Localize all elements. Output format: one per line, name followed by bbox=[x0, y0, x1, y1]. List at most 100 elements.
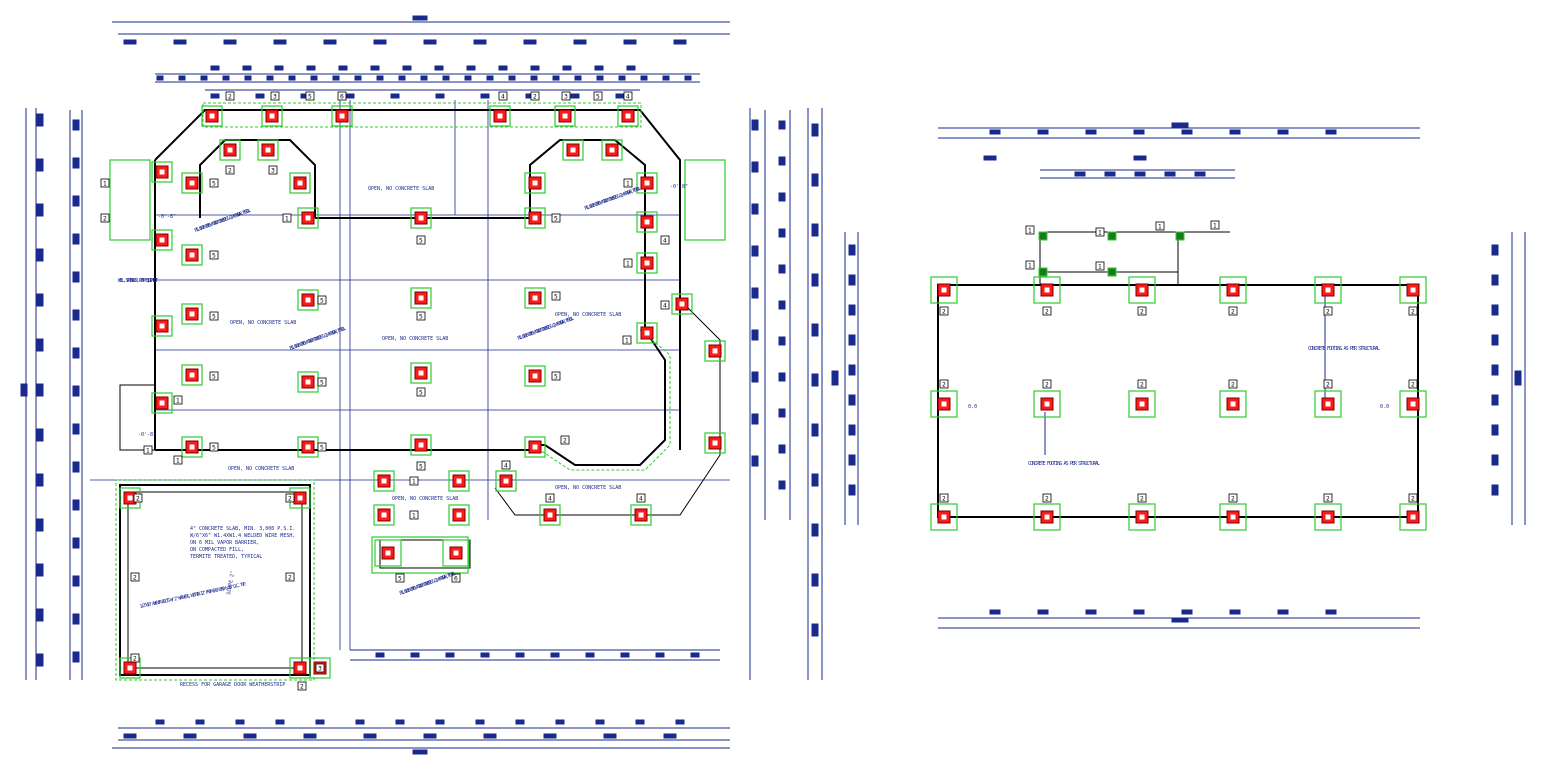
pier-footing bbox=[1033, 276, 1061, 304]
note-garage-slab-4: ON COMPACTED FILL, bbox=[190, 547, 244, 553]
dimension-tick bbox=[811, 423, 819, 437]
pier-footing bbox=[524, 172, 546, 194]
dimension-tick bbox=[1491, 394, 1499, 406]
dimension-tick bbox=[1194, 171, 1206, 177]
pier-tag: 1 bbox=[143, 445, 153, 455]
dimension-tick bbox=[483, 733, 497, 739]
dimension-tick bbox=[1133, 129, 1145, 135]
pier-tag: 2 bbox=[1323, 306, 1333, 316]
dimension-tick bbox=[1325, 609, 1337, 615]
dimension-tick bbox=[223, 39, 237, 45]
dimension-tick bbox=[273, 39, 287, 45]
dimension-tick bbox=[210, 93, 220, 99]
svg-text:3: 3 bbox=[273, 94, 277, 101]
pier-tag: 2 bbox=[1408, 493, 1418, 503]
dimension-tick bbox=[778, 228, 786, 238]
pier-footing bbox=[636, 322, 658, 344]
svg-text:5: 5 bbox=[419, 314, 423, 321]
pier-footing bbox=[410, 362, 432, 384]
dimension-tick bbox=[1171, 617, 1189, 623]
pier-footing bbox=[1033, 390, 1061, 418]
dimension-tick bbox=[1037, 609, 1049, 615]
pier-tag: 2 bbox=[1042, 306, 1052, 316]
svg-text:1: 1 bbox=[1158, 224, 1162, 231]
dimension-tick bbox=[36, 608, 44, 622]
dimension-tick bbox=[398, 75, 406, 81]
dimension-tick bbox=[1491, 424, 1499, 436]
pier-footing bbox=[704, 340, 726, 362]
level-mark-2: -0'-8" bbox=[670, 184, 688, 190]
pier-footing bbox=[539, 504, 561, 526]
pier-tag: 2 bbox=[225, 165, 235, 175]
dimension-tick bbox=[303, 733, 317, 739]
dimension-tick bbox=[72, 347, 80, 359]
left-plan-dimension-ticks bbox=[20, 15, 819, 755]
svg-text:4: 4 bbox=[626, 94, 630, 101]
dimension-tick bbox=[475, 719, 485, 725]
pier-tag: 1 bbox=[173, 455, 183, 465]
dimension-tick bbox=[552, 75, 560, 81]
svg-text:5: 5 bbox=[320, 298, 324, 305]
pier-footing bbox=[930, 503, 958, 531]
dimension-tick bbox=[675, 719, 685, 725]
svg-text:2: 2 bbox=[136, 496, 140, 503]
pier-tag: 2 bbox=[285, 493, 295, 503]
dimension-tick bbox=[751, 371, 759, 383]
svg-text:4: 4 bbox=[663, 238, 667, 245]
pier-footing bbox=[448, 470, 470, 492]
dimension-tick bbox=[811, 223, 819, 237]
dimension-tick bbox=[466, 65, 476, 71]
pier-footing bbox=[617, 105, 639, 127]
pier-tag: 2 bbox=[939, 306, 949, 316]
level-mark-3: -0'-8" bbox=[138, 432, 156, 438]
pier-tag: 2 bbox=[1042, 493, 1052, 503]
dimension-tick bbox=[848, 244, 856, 256]
small-pier bbox=[1107, 267, 1117, 277]
dimension-tick bbox=[778, 408, 786, 418]
pier-tag: 5 bbox=[305, 91, 315, 101]
svg-text:3: 3 bbox=[564, 94, 568, 101]
svg-text:1: 1 bbox=[412, 513, 416, 520]
dimension-tick bbox=[618, 75, 626, 81]
svg-text:2: 2 bbox=[533, 94, 537, 101]
dimension-tick bbox=[72, 461, 80, 473]
svg-text:2: 2 bbox=[133, 575, 137, 582]
svg-text:6: 6 bbox=[340, 94, 344, 101]
svg-text:2: 2 bbox=[1326, 309, 1330, 316]
svg-text:2: 2 bbox=[1231, 382, 1235, 389]
pier-tag: 2 bbox=[225, 91, 235, 101]
pier-footing bbox=[448, 504, 470, 526]
dimension-tick bbox=[123, 39, 137, 45]
svg-text:5: 5 bbox=[212, 374, 216, 381]
svg-text:1: 1 bbox=[626, 181, 630, 188]
pier-footing bbox=[636, 252, 658, 274]
dimension-tick bbox=[1133, 609, 1145, 615]
dimension-tick bbox=[36, 563, 44, 577]
pier-tag: 1 bbox=[100, 178, 110, 188]
dimension-tick bbox=[72, 613, 80, 625]
note-fill-block-3: FILL BLOCK CORE W/ GROUT CONCRETE & (1) … bbox=[289, 326, 347, 352]
dimension-tick bbox=[684, 75, 692, 81]
dimension-tick bbox=[1085, 609, 1097, 615]
level-mark-1: -0'-8" bbox=[158, 214, 176, 220]
note-garage-slab-1: 4" CONCRETE SLAB, MIN. 3,000 P.S.I. bbox=[190, 526, 295, 532]
svg-text:6: 6 bbox=[454, 576, 458, 583]
dimension-tick bbox=[1181, 609, 1193, 615]
svg-text:1: 1 bbox=[285, 216, 289, 223]
pier-footing bbox=[331, 105, 353, 127]
pier-footing bbox=[671, 293, 693, 315]
pier-tag: 5 bbox=[416, 235, 426, 245]
pier-tag: 1 bbox=[1095, 261, 1105, 271]
note-fill-block-2: FILL BLOCK CORE W/ GROUT CONCRETE & (1) … bbox=[584, 186, 642, 212]
dimension-tick bbox=[412, 15, 428, 21]
dimension-tick bbox=[345, 93, 355, 99]
dimension-tick bbox=[989, 609, 1001, 615]
small-pier bbox=[1038, 267, 1048, 277]
dimension-tick bbox=[72, 385, 80, 397]
dimension-tick bbox=[222, 75, 230, 81]
dimension-tick bbox=[751, 245, 759, 257]
dimension-tick bbox=[338, 65, 348, 71]
note-garage-slab-5: TERMITE TREATED, TYPICAL bbox=[190, 554, 262, 560]
dimension-tick bbox=[778, 156, 786, 166]
